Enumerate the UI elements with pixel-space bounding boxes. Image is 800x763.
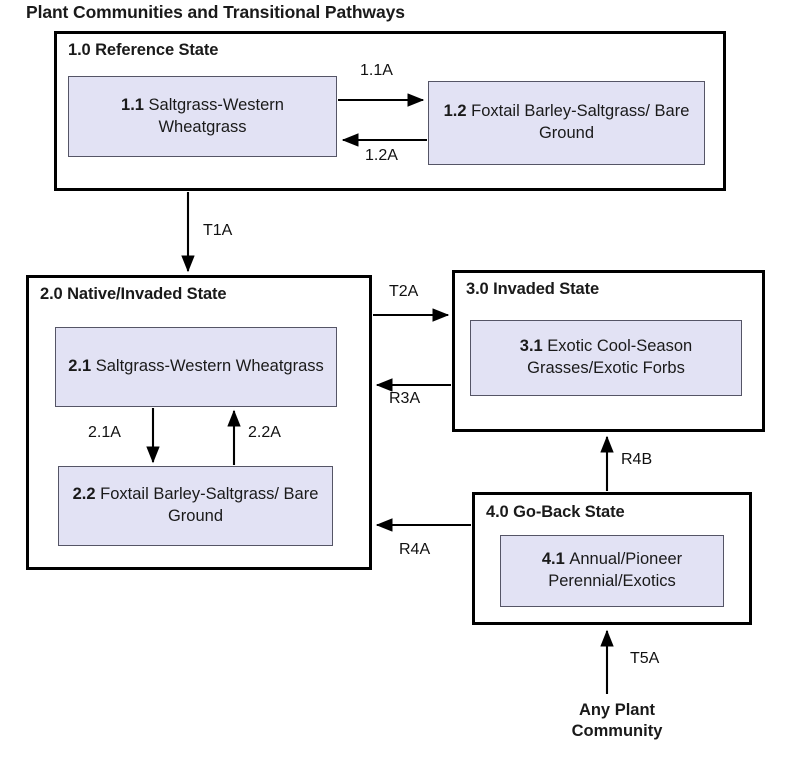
- edge-label-t2a: T2A: [389, 283, 419, 300]
- edge-label-1-2a: 1.2A: [365, 147, 398, 164]
- edge-label-1-1a: 1.1A: [360, 62, 393, 79]
- state-title-4-0: 4.0 Go-Back State: [486, 503, 625, 521]
- community-box-1-2[interactable]: 1.2 Foxtail Barley-Saltgrass/ Bare Groun…: [428, 81, 705, 165]
- edge-label-2-2a: 2.2A: [248, 424, 281, 441]
- community-label-2-2: 2.2 Foxtail Barley-Saltgrass/ Bare Groun…: [65, 484, 326, 528]
- community-label-1-2: 1.2 Foxtail Barley-Saltgrass/ Bare Groun…: [435, 101, 698, 145]
- edge-label-t1a: T1A: [203, 222, 233, 239]
- community-number-4-1: 4.1: [541, 550, 570, 569]
- page-title: Plant Communities and Transitional Pathw…: [26, 2, 405, 22]
- community-number-1-1: 1.1: [121, 95, 149, 114]
- edge-label-r3a: R3A: [389, 390, 421, 407]
- community-box-2-2[interactable]: 2.2 Foxtail Barley-Saltgrass/ Bare Groun…: [58, 466, 333, 546]
- community-label-3-1: 3.1 Exotic Cool-Season Grasses/Exotic Fo…: [477, 336, 735, 380]
- state-title-1-0: 1.0 Reference State: [68, 41, 219, 59]
- community-number-1-2: 1.2: [443, 102, 472, 121]
- community-name-3-1: Exotic Cool-Season Grasses/Exotic Forbs: [527, 337, 693, 377]
- edge-label-r4b: R4B: [621, 451, 653, 468]
- edge-label-r4a: R4A: [399, 541, 431, 558]
- edge-label-2-1a: 2.1A: [88, 424, 121, 441]
- community-box-1-1[interactable]: 1.1 Saltgrass-Western Wheatgrass: [68, 76, 337, 157]
- community-label-2-1: 2.1 Saltgrass-Western Wheatgrass: [68, 356, 324, 378]
- community-box-4-1[interactable]: 4.1 Annual/Pioneer Perennial/Exotics: [500, 535, 724, 607]
- state-title-3-0: 3.0 Invaded State: [466, 280, 600, 298]
- state-title-2-0: 2.0 Native/Invaded State: [40, 285, 227, 303]
- community-number-3-1: 3.1: [519, 337, 548, 356]
- community-number-2-2: 2.2: [72, 485, 101, 504]
- community-name-4-1: Annual/Pioneer Perennial/Exotics: [548, 550, 683, 590]
- community-label-4-1: 4.1 Annual/Pioneer Perennial/Exotics: [507, 549, 717, 593]
- community-number-2-1: 2.1: [68, 357, 96, 376]
- community-label-1-1: 1.1 Saltgrass-Western Wheatgrass: [75, 95, 330, 139]
- community-name-2-1: Saltgrass-Western Wheatgrass: [95, 357, 324, 376]
- community-name-2-2: Foxtail Barley-Saltgrass/ Bare Ground: [100, 485, 319, 525]
- community-name-1-1: Saltgrass-Western Wheatgrass: [148, 95, 284, 136]
- community-name-1-2: Foxtail Barley-Saltgrass/ Bare Ground: [471, 102, 690, 142]
- source-node-any-plant-community: Any Plant Community: [571, 701, 663, 741]
- community-box-2-1[interactable]: 2.1 Saltgrass-Western Wheatgrass: [55, 327, 337, 407]
- edge-label-t5a: T5A: [630, 650, 660, 667]
- community-box-3-1[interactable]: 3.1 Exotic Cool-Season Grasses/Exotic Fo…: [470, 320, 742, 396]
